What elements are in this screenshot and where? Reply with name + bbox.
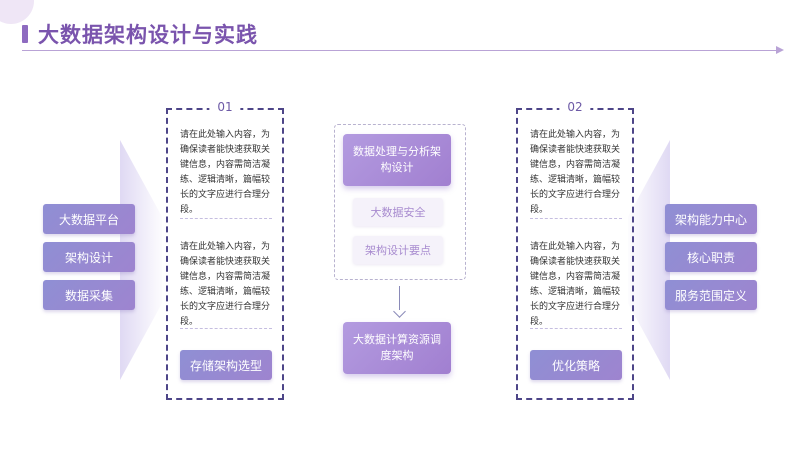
panel-divider — [530, 328, 622, 329]
center-sub-node-design-points[interactable]: 架构设计要点 — [353, 236, 443, 264]
panel-divider — [530, 218, 622, 219]
storage-architecture-button[interactable]: 存储架构选型 — [180, 350, 272, 380]
right-item-service-scope[interactable]: 服务范围定义 — [665, 280, 757, 310]
panel-number: 02 — [559, 100, 591, 114]
panel-text: 请在此处输入内容，为确保读者能快速获取关键信息，内容需简洁凝练、逻辑清晰，篇幅较… — [530, 130, 621, 215]
center-sub-node-security[interactable]: 大数据安全 — [353, 198, 443, 226]
right-item-core-duties[interactable]: 核心职责 — [665, 242, 757, 272]
panel-02: 02 请在此处输入内容，为确保读者能快速获取关键信息，内容需简洁凝练、逻辑清晰，… — [516, 100, 634, 400]
panel-text: 请在此处输入内容，为确保读者能快速获取关键信息，内容需简洁凝练、逻辑清晰，篇幅较… — [530, 242, 621, 327]
left-item-data-collection[interactable]: 数据采集 — [43, 280, 135, 310]
title-accent-bar — [22, 25, 28, 43]
right-fan-connector — [628, 140, 670, 380]
right-item-capability-center[interactable]: 架构能力中心 — [665, 204, 757, 234]
center-main-node[interactable]: 数据处理与分析架构设计 — [343, 134, 451, 186]
panel-divider — [180, 328, 272, 329]
center-group-frame — [334, 124, 466, 280]
panel-text: 请在此处输入内容，为确保读者能快速获取关键信息，内容需简洁凝练、逻辑清晰，篇幅较… — [180, 242, 271, 327]
corner-decoration — [0, 0, 34, 24]
page-title: 大数据架构设计与实践 — [38, 22, 258, 47]
panel-01: 01 请在此处输入内容，为确保读者能快速获取关键信息，内容需简洁凝练、逻辑清晰，… — [166, 100, 284, 400]
left-item-architecture-design[interactable]: 架构设计 — [43, 242, 135, 272]
optimization-strategy-button[interactable]: 优化策略 — [530, 350, 622, 380]
title-arrow-icon — [776, 46, 784, 54]
panel-divider — [180, 218, 272, 219]
arrow-down-icon — [393, 305, 406, 318]
panel-number: 01 — [209, 100, 241, 114]
title-underline — [22, 50, 782, 51]
center-bottom-node[interactable]: 大数据计算资源调度架构 — [343, 322, 451, 374]
panel-text: 请在此处输入内容，为确保读者能快速获取关键信息，内容需简洁凝练、逻辑清晰，篇幅较… — [180, 130, 271, 215]
flow-connector-line — [399, 286, 400, 310]
left-item-big-data-platform[interactable]: 大数据平台 — [43, 204, 135, 234]
